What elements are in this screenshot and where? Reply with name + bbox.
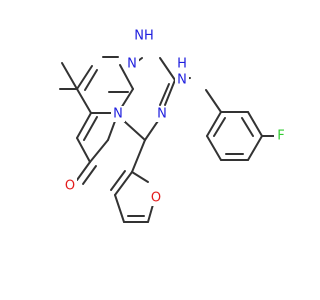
bond — [76, 112, 92, 139]
atom-label-fluorine: F — [277, 129, 284, 144]
bond — [110, 170, 126, 191]
bond — [76, 137, 91, 163]
atom-label-furan-o: O — [151, 191, 161, 206]
bond — [159, 83, 170, 106]
bond — [131, 171, 149, 183]
label-background — [149, 190, 163, 206]
atom-label-nh-amine-n: N — [177, 73, 187, 88]
bond — [164, 79, 176, 106]
label-background — [155, 106, 169, 122]
bond — [123, 120, 146, 141]
label-background — [274, 128, 288, 144]
bond — [114, 194, 125, 223]
bond — [206, 135, 222, 161]
atom-label-nh-amine-h: H — [177, 57, 187, 72]
atom-label-carbonyl-o: O — [65, 179, 75, 194]
atom-layer: N NH H N N N O O F — [63, 28, 288, 206]
bond — [76, 65, 93, 90]
bond — [61, 62, 78, 90]
bond — [76, 161, 91, 181]
label-background — [132, 28, 154, 44]
label-background — [63, 178, 77, 194]
bond — [247, 111, 263, 137]
bond — [247, 135, 263, 161]
bond — [206, 111, 222, 137]
bond-layer — [59, 56, 277, 223]
bond — [213, 117, 226, 137]
bond — [241, 117, 254, 137]
atom-label-n-bridgehead: N — [113, 107, 123, 122]
bond — [114, 171, 133, 196]
bond — [89, 139, 109, 163]
atom-label-n-ring-top: N — [127, 57, 137, 72]
bond — [82, 165, 97, 185]
bond — [205, 89, 222, 113]
molecule-structure-diagram: N NH H N N N O O F — [59, 28, 288, 223]
bond — [159, 57, 176, 81]
bond — [119, 64, 134, 90]
bond — [131, 139, 146, 173]
atom-label-nh-bridge: NH — [134, 29, 154, 44]
bond — [84, 69, 98, 91]
bond — [76, 88, 92, 114]
atom-label-n-triazine-right: N — [157, 107, 167, 122]
label-background — [175, 58, 189, 88]
label-background — [111, 106, 125, 122]
bond — [83, 116, 98, 141]
label-background — [125, 56, 139, 72]
